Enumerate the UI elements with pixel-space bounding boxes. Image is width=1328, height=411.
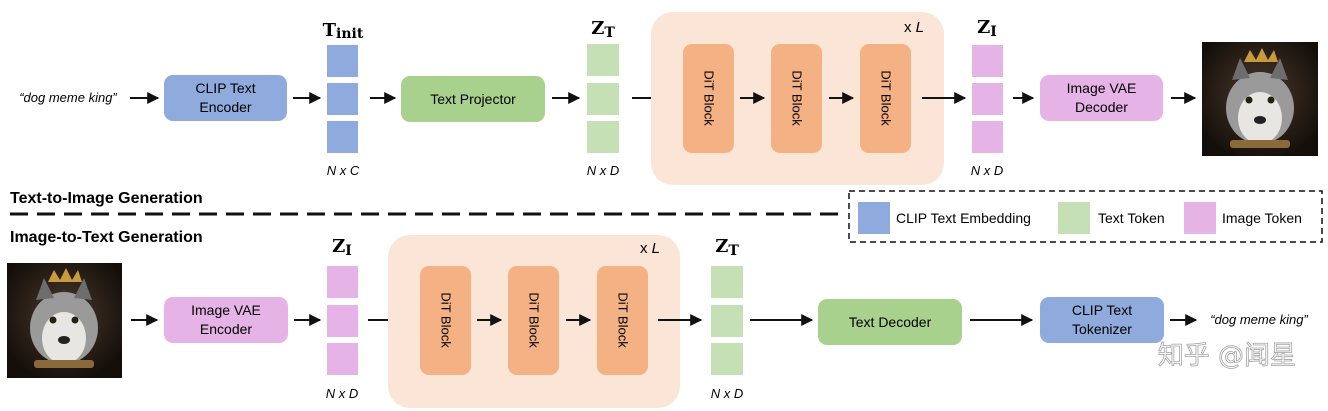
- image-tokens: [972, 45, 1003, 153]
- clip-tokenizer-label-2: Tokenizer: [1072, 321, 1132, 337]
- dit-block-label: DiT Block: [702, 70, 717, 126]
- text-decoder: Text Decoder: [818, 299, 962, 345]
- zi-dim-label: N x D: [971, 163, 1004, 178]
- dit-block: DiT Block: [860, 44, 911, 153]
- dit-block: DiT Block: [683, 44, 734, 153]
- clip-tokenizer-label-1: CLIP Text: [1072, 302, 1132, 318]
- dit-block: DiT Block: [771, 44, 822, 153]
- dit-block-label: DiT Block: [439, 292, 454, 348]
- legend-label-image: Image Token: [1222, 210, 1302, 226]
- tinit-symbol: Tinit: [323, 20, 364, 42]
- clip-text-encoder: CLIP Text Encoder: [164, 75, 287, 121]
- legend-label-clip: CLIP Text Embedding: [896, 210, 1031, 226]
- legend-swatch-clip: [858, 202, 890, 234]
- zt-dim-label: N x D: [587, 163, 620, 178]
- dit-block-label: DiT Block: [790, 70, 805, 126]
- image-vae-encoder: Image VAE Encoder: [164, 297, 288, 343]
- vae-decoder-label-1: Image VAE: [1067, 80, 1137, 96]
- zt-dim-label-bottom: N x D: [711, 386, 744, 401]
- clip-text-encoder-label-2: Encoder: [199, 99, 251, 115]
- zt-symbol: ZT: [591, 18, 615, 41]
- dit-panel-top: x L DiT Block DiT Block DiT Block: [651, 12, 944, 185]
- legend: CLIP Text Embedding Text Token Image Tok…: [848, 190, 1323, 243]
- dit-block: DiT Block: [597, 266, 648, 375]
- text-projector-label: Text Projector: [430, 91, 516, 107]
- image-tokens-bottom: [327, 266, 358, 375]
- zi-symbol-bottom: ZI: [332, 236, 352, 259]
- zi-dim-label-bottom: N x D: [326, 386, 359, 401]
- section-label-i2t: Image-to-Text Generation: [10, 229, 203, 246]
- repeat-label-bottom: x L: [640, 240, 660, 257]
- clip-text-embedding-tokens: [327, 45, 358, 153]
- text-tokens-bottom: [711, 266, 743, 375]
- legend-swatch-image: [1184, 202, 1216, 234]
- legend-swatch-text: [1058, 202, 1090, 234]
- vae-encoder-label-1: Image VAE: [191, 302, 261, 318]
- clip-text-encoder-label-1: CLIP Text: [195, 80, 255, 96]
- dit-block-label: DiT Block: [527, 292, 542, 348]
- tinit-dim-label: N x C: [327, 163, 360, 178]
- legend-label-text: Text Token: [1098, 210, 1165, 226]
- clip-text-tokenizer: CLIP Text Tokenizer: [1040, 297, 1164, 343]
- vae-decoder-label-2: Decoder: [1075, 99, 1128, 115]
- watermark: 知乎 @闻星: [1158, 341, 1296, 371]
- zi-symbol: ZI: [977, 17, 997, 40]
- image-vae-decoder: Image VAE Decoder: [1040, 75, 1163, 121]
- dit-block-label: DiT Block: [879, 70, 894, 126]
- dit-block: DiT Block: [508, 266, 559, 375]
- dit-panel-bottom: x L DiT Block DiT Block DiT Block: [388, 235, 680, 408]
- t2i-prompt-text: “dog meme king”: [19, 90, 117, 105]
- i2t-output-text: “dog meme king”: [1210, 312, 1308, 327]
- generated-dog-image: [1202, 42, 1318, 156]
- repeat-label: x L: [904, 19, 924, 36]
- zt-symbol-bottom: ZT: [715, 236, 739, 259]
- dit-block-label: DiT Block: [616, 292, 631, 348]
- dit-block: DiT Block: [420, 266, 471, 375]
- text-tokens: [587, 44, 619, 153]
- section-label-t2i: Text-to-Image Generation: [10, 190, 203, 207]
- text-projector: Text Projector: [401, 76, 545, 122]
- input-dog-image: [7, 263, 122, 378]
- vae-encoder-label-2: Encoder: [200, 321, 252, 337]
- text-decoder-label: Text Decoder: [849, 314, 932, 330]
